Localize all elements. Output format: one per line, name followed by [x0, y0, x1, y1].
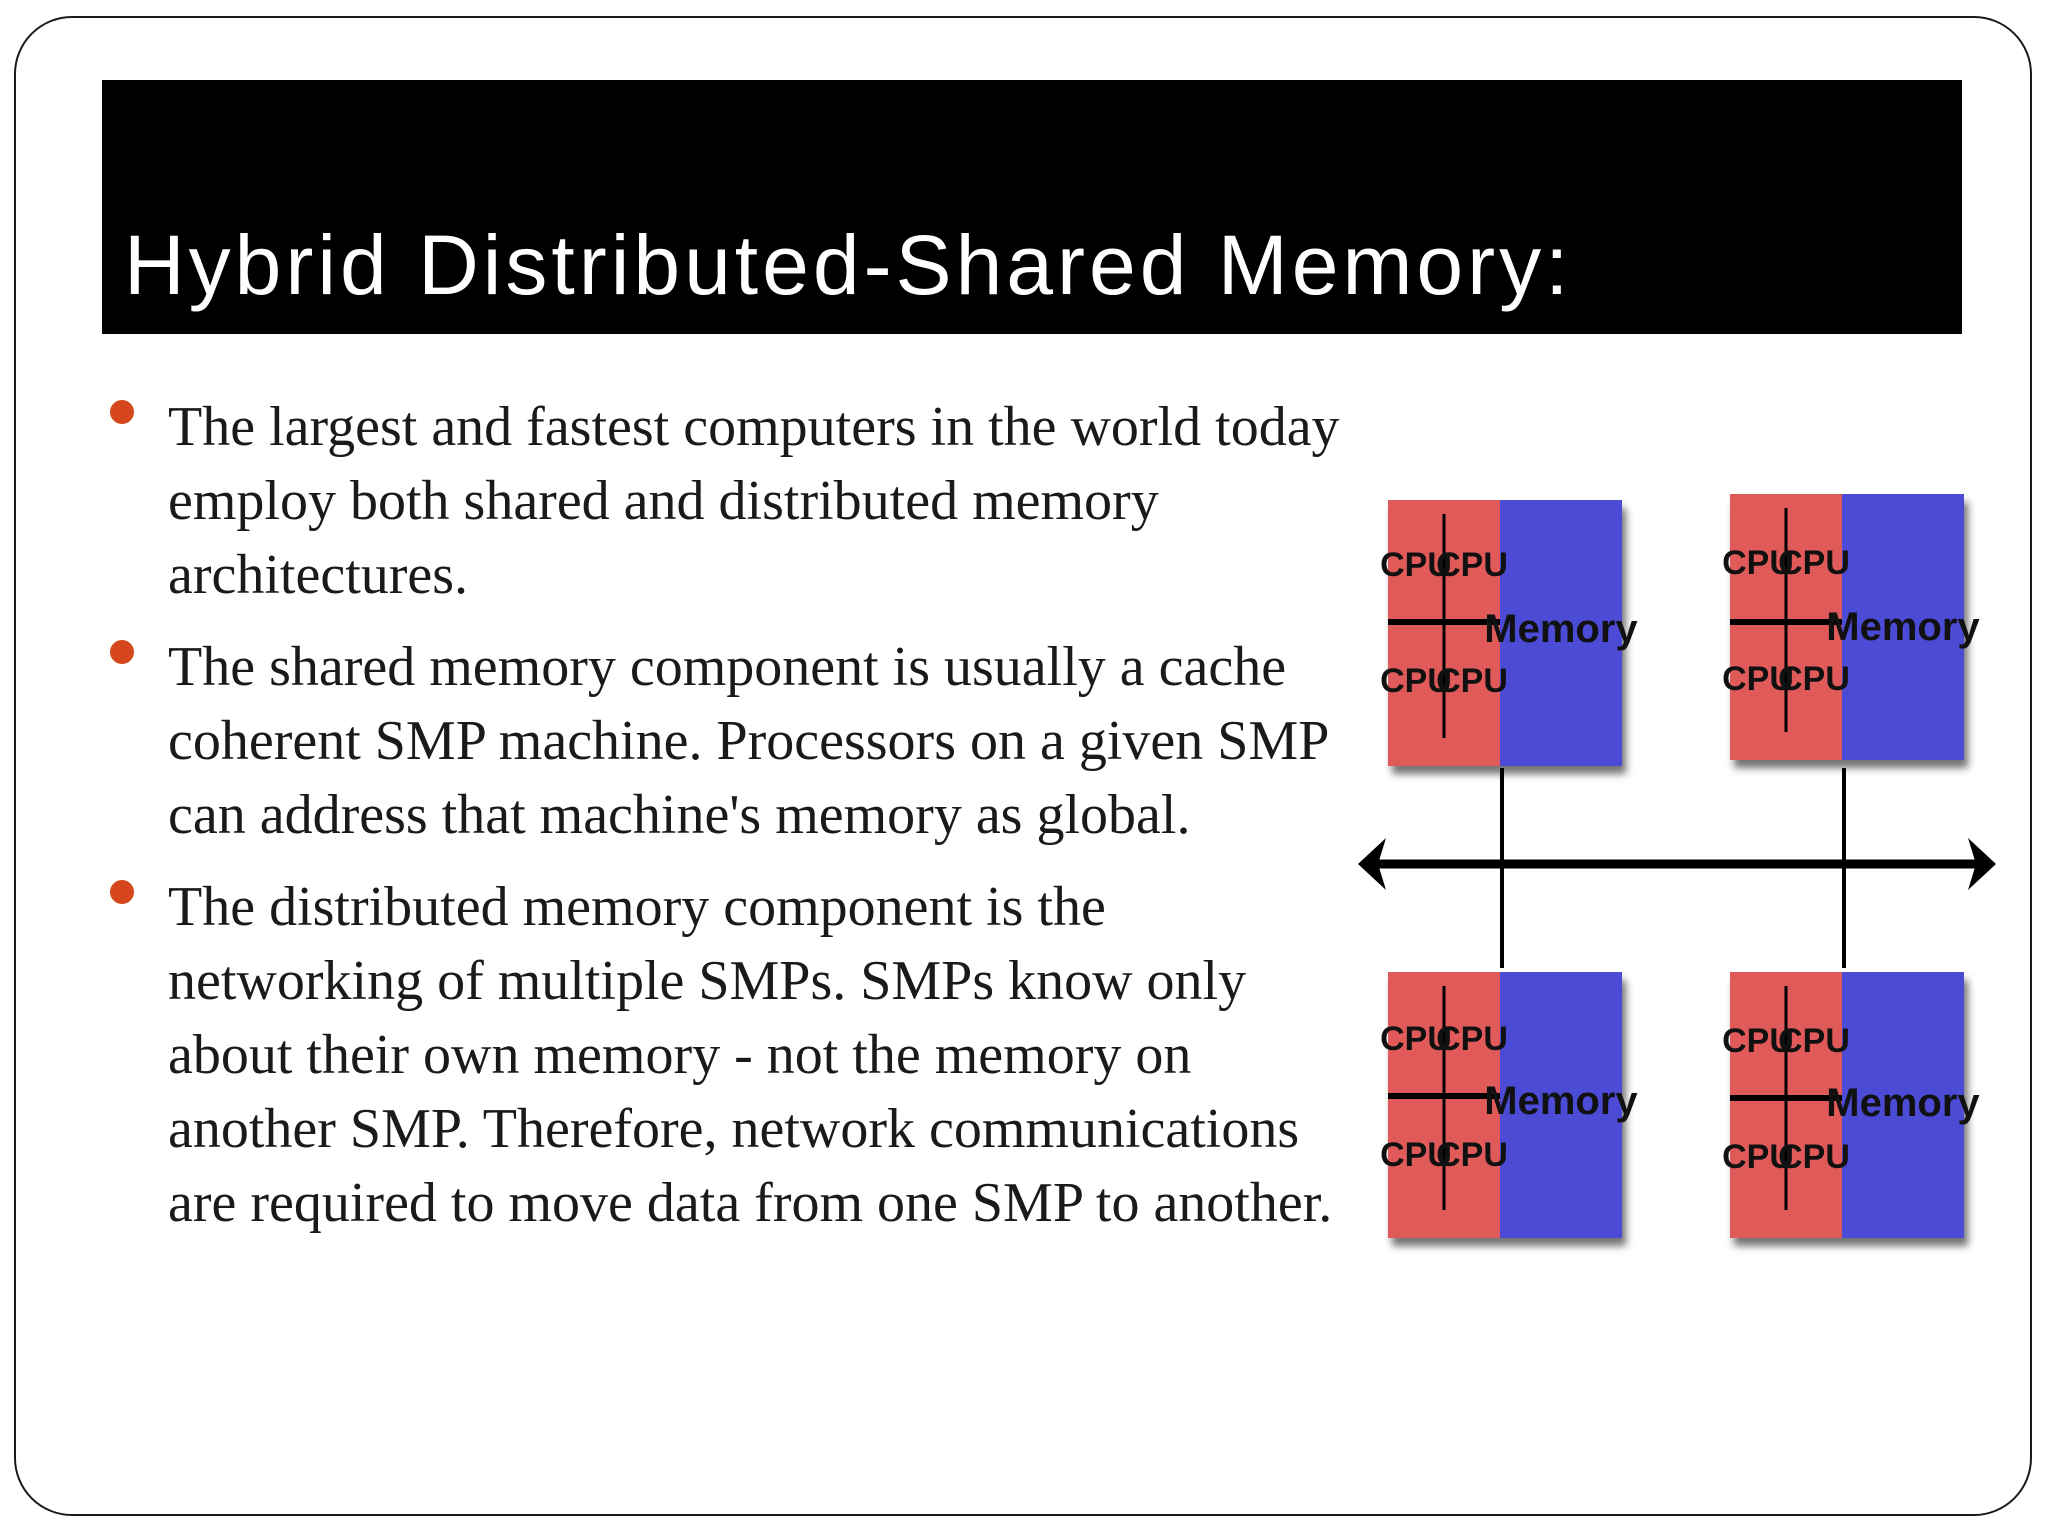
cpu-label: CPU [1436, 1020, 1508, 1058]
bullet-list: The largest and fastest computers in the… [104, 390, 1344, 1258]
cpu-label: CPU [1778, 544, 1850, 582]
cpu-label: CPU [1380, 662, 1452, 700]
bullet-text: The shared memory component is usually a… [168, 636, 1328, 846]
cpu-label: CPU [1436, 1136, 1508, 1174]
slide: Hybrid Distributed-Shared Memory: The la… [14, 16, 2032, 1516]
smp-node: CPU CPU CPU CPU Memory [1722, 972, 1980, 1238]
cpu-label: CPU [1722, 1138, 1794, 1176]
smp-node: CPU CPU CPU CPU Memory [1722, 494, 1980, 760]
cpu-label: CPU [1778, 1138, 1850, 1176]
cpu-label: CPU [1722, 544, 1794, 582]
memory-label: Memory [1826, 1081, 1980, 1125]
cpu-label: CPU [1380, 1020, 1452, 1058]
cpu-label: CPU [1436, 546, 1508, 584]
network-bus [1358, 838, 1996, 890]
bullet-text: The largest and fastest computers in the… [168, 396, 1340, 606]
arrow-left-icon [1358, 838, 1386, 890]
cpu-label: CPU [1778, 660, 1850, 698]
cpu-label: CPU [1722, 660, 1794, 698]
bullet-item: The largest and fastest computers in the… [104, 390, 1344, 612]
cpu-label: CPU [1436, 662, 1508, 700]
bullet-dot-icon [110, 880, 134, 904]
cpu-label: CPU [1380, 1136, 1452, 1174]
cpu-label: CPU [1380, 546, 1452, 584]
hybrid-memory-diagram: CPU CPU CPU CPU Memory CPU CPU CPU CPU M… [1358, 494, 1996, 1238]
cpu-label: CPU [1778, 1022, 1850, 1060]
arrow-right-icon [1968, 838, 1996, 890]
memory-label: Memory [1484, 607, 1638, 651]
bullet-item: The distributed memory component is the … [104, 870, 1344, 1240]
memory-label: Memory [1826, 605, 1980, 649]
bullet-text: The distributed memory component is the … [168, 876, 1333, 1234]
title-bar: Hybrid Distributed-Shared Memory: [102, 80, 1962, 334]
smp-node: CPU CPU CPU CPU Memory [1380, 972, 1638, 1238]
smp-node: CPU CPU CPU CPU Memory [1380, 500, 1638, 766]
slide-title: Hybrid Distributed-Shared Memory: [124, 218, 1573, 312]
memory-label: Memory [1484, 1079, 1638, 1123]
bullet-dot-icon [110, 400, 134, 424]
bullet-dot-icon [110, 640, 134, 664]
cpu-label: CPU [1722, 1022, 1794, 1060]
bullet-item: The shared memory component is usually a… [104, 630, 1344, 852]
